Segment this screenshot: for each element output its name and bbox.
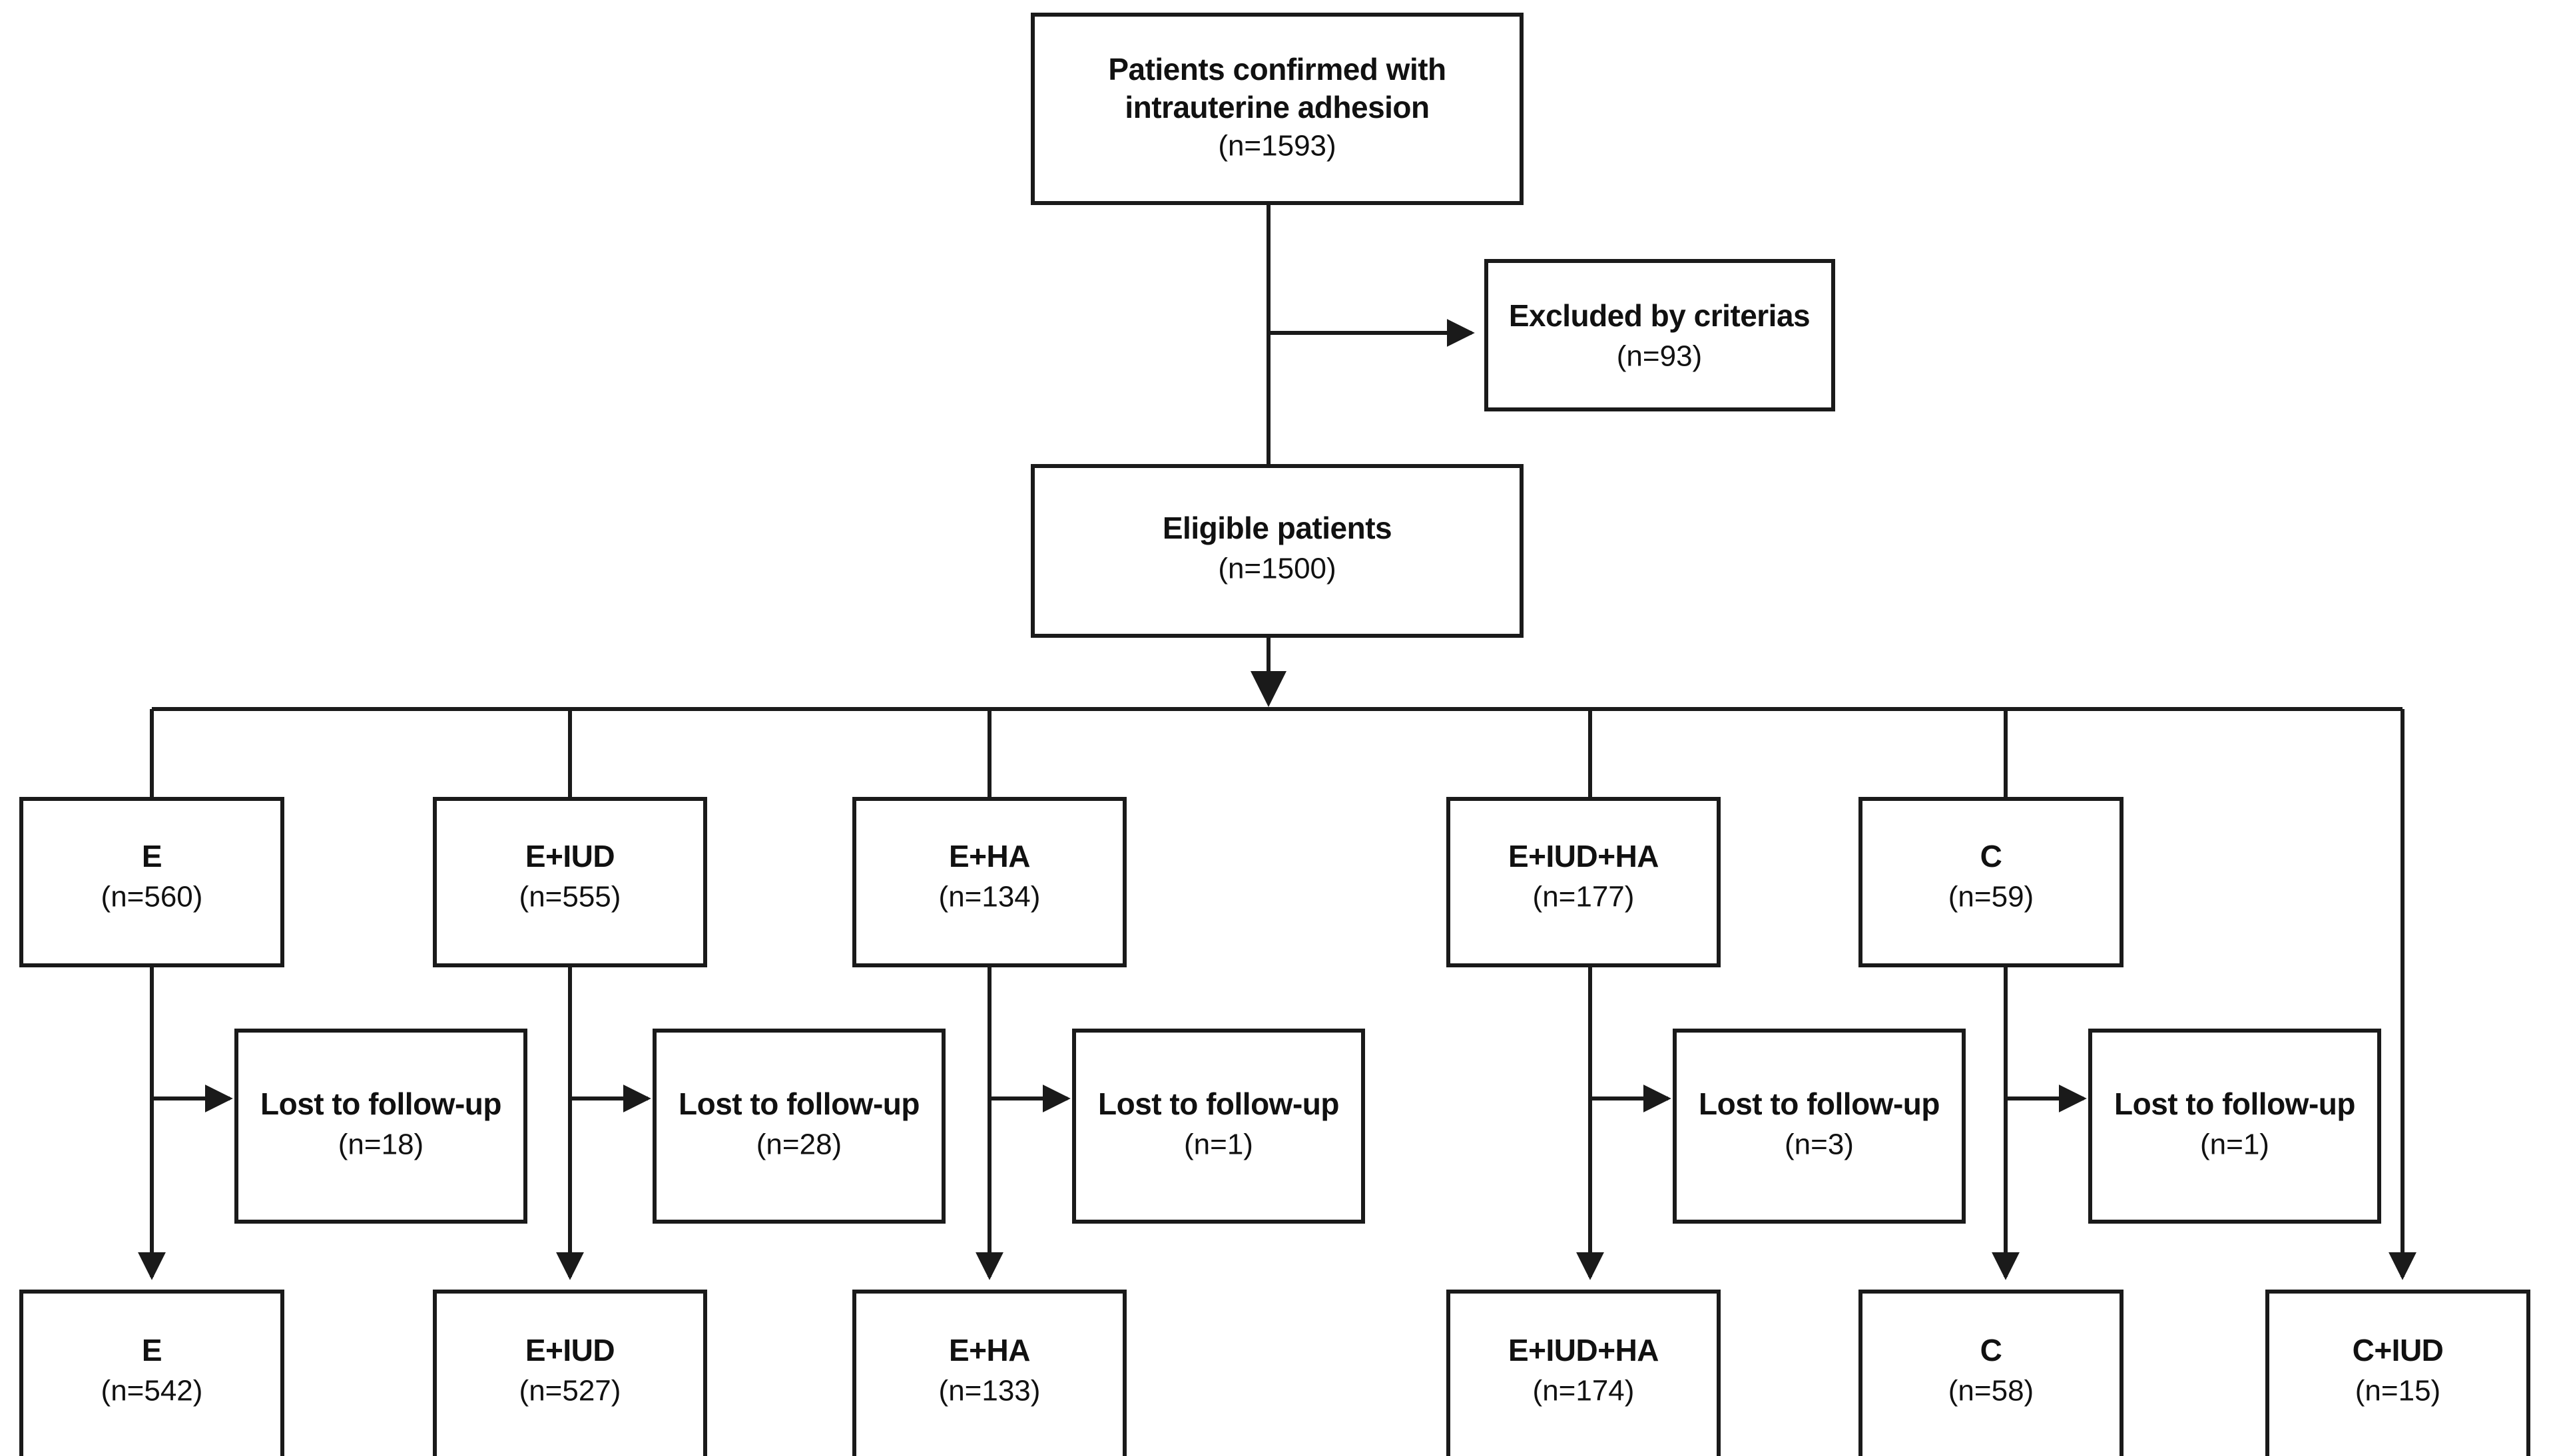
node-allocated-group-e-label: E [142,839,162,873]
node-allocated-group-eha-box [852,797,1127,967]
node-analyzed-group-eiudha-label: E+IUD+HA [1508,1333,1659,1367]
node-lost-followup-e-count: (n=18) [338,1128,424,1161]
node-analyzed-group-eha-label: E+HA [949,1333,1030,1367]
node-eligible-patients-box [1031,464,1524,638]
node-allocated-group-e-count: (n=560) [101,881,203,913]
node-lost-followup-eha-count: (n=1) [1184,1128,1253,1161]
node-allocated-group-c-label: C [1980,839,2002,873]
node-allocated-group-eiud-count: (n=555) [519,881,621,913]
node-analyzed-group-ciud-box [2265,1290,2530,1456]
node-lost-followup-eiud-count: (n=28) [756,1128,842,1161]
node-allocated-group-eha[interactable]: E+HA (n=134) [852,797,1127,967]
node-lost-followup-eiud-label: Lost to follow-up [679,1087,920,1121]
node-analyzed-group-e[interactable]: E (n=542) [19,1290,284,1456]
node-allocated-group-eiudha[interactable]: E+IUD+HA (n=177) [1446,797,1721,967]
node-analyzed-group-ciud-count: (n=15) [2355,1375,2440,1407]
node-eligible-patients-label: Eligible patients [1163,511,1392,545]
node-analyzed-group-eiudha[interactable]: E+IUD+HA (n=174) [1446,1290,1721,1456]
node-lost-followup-e-label: Lost to follow-up [260,1087,501,1121]
node-lost-followup-c-count: (n=1) [2200,1128,2269,1161]
node-excluded-by-criterias-count: (n=93) [1617,340,1702,373]
node-allocated-group-eiud[interactable]: E+IUD (n=555) [433,797,707,967]
node-lost-followup-c-box [2088,1029,2381,1224]
node-excluded-by-criterias[interactable]: Excluded by criterias (n=93) [1484,259,1835,411]
node-allocated-group-e[interactable]: E (n=560) [19,797,284,967]
node-allocated-group-eha-label: E+HA [949,839,1030,873]
node-analyzed-group-eha-box [852,1290,1127,1456]
node-allocated-group-eiud-box [433,797,707,967]
node-allocated-group-c-count: (n=59) [1948,881,2034,913]
node-allocated-group-c[interactable]: C (n=59) [1858,797,2124,967]
node-patients-confirmed-box [1031,13,1524,205]
node-lost-followup-eiudha-count: (n=3) [1785,1128,1854,1161]
node-allocated-group-eiudha-count: (n=177) [1533,881,1635,913]
node-allocated-group-c-box [1858,797,2124,967]
node-analyzed-group-eha-count: (n=133) [939,1375,1041,1407]
node-patients-confirmed-line2: intrauterine adhesion [1125,90,1429,124]
node-eligible-patients-count: (n=1500) [1218,553,1336,585]
node-analyzed-group-eiudha-count: (n=174) [1533,1375,1635,1407]
node-allocated-group-e-box [19,797,284,967]
node-lost-followup-eha-label: Lost to follow-up [1098,1087,1339,1121]
node-allocated-group-eiud-label: E+IUD [525,839,615,873]
node-lost-followup-eiudha-box [1673,1029,1966,1224]
node-analyzed-group-ciud[interactable]: C+IUD (n=15) [2265,1290,2530,1456]
node-analyzed-group-eiud[interactable]: E+IUD (n=527) [433,1290,707,1456]
node-analyzed-group-eiud-box [433,1290,707,1456]
node-lost-followup-e-box [234,1029,527,1224]
node-analyzed-group-eha[interactable]: E+HA (n=133) [852,1290,1127,1456]
node-allocated-group-eiudha-label: E+IUD+HA [1508,839,1659,873]
node-patients-confirmed[interactable]: Patients confirmed with intrauterine adh… [1031,13,1524,205]
node-analyzed-group-c-label: C [1980,1333,2002,1367]
node-lost-followup-eiud-box [653,1029,946,1224]
node-analyzed-group-e-box [19,1290,284,1456]
node-lost-followup-eiudha-label: Lost to follow-up [1699,1087,1940,1121]
node-lost-followup-eiud[interactable]: Lost to follow-up (n=28) [653,1029,946,1224]
node-analyzed-group-c-box [1858,1290,2124,1456]
node-allocated-group-eha-count: (n=134) [939,881,1041,913]
node-excluded-by-criterias-label: Excluded by criterias [1509,298,1810,333]
node-lost-followup-c[interactable]: Lost to follow-up (n=1) [2088,1029,2381,1224]
node-analyzed-group-eiud-label: E+IUD [525,1333,615,1367]
node-analyzed-group-c-count: (n=58) [1948,1375,2034,1407]
node-lost-followup-e[interactable]: Lost to follow-up (n=18) [234,1029,527,1224]
node-lost-followup-eiudha[interactable]: Lost to follow-up (n=3) [1673,1029,1966,1224]
node-patients-confirmed-line1: Patients confirmed with [1108,52,1446,87]
node-analyzed-group-e-count: (n=542) [101,1375,203,1407]
node-analyzed-group-eiud-count: (n=527) [519,1375,621,1407]
node-allocated-group-eiudha-box [1446,797,1721,967]
node-analyzed-group-c[interactable]: C (n=58) [1858,1290,2124,1456]
node-eligible-patients[interactable]: Eligible patients (n=1500) [1031,464,1524,638]
node-lost-followup-eha[interactable]: Lost to follow-up (n=1) [1072,1029,1365,1224]
node-lost-followup-c-label: Lost to follow-up [2114,1087,2355,1121]
node-analyzed-group-e-label: E [142,1333,162,1367]
node-analyzed-group-eiudha-box [1446,1290,1721,1456]
node-patients-confirmed-count: (n=1593) [1218,130,1336,162]
node-excluded-by-criterias-box [1484,259,1835,411]
node-analyzed-group-ciud-label: C+IUD [2353,1333,2444,1367]
node-lost-followup-eha-box [1072,1029,1365,1224]
